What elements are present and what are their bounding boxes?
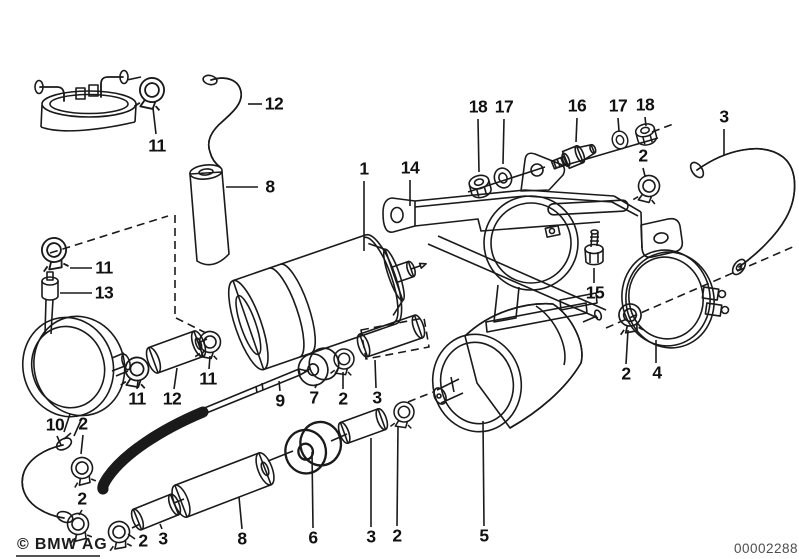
callout-3: 3 (158, 528, 168, 549)
callout-17: 17 (608, 95, 628, 116)
callout-18: 18 (635, 94, 655, 115)
callout-3: 3 (366, 526, 376, 547)
callout-11: 11 (148, 135, 166, 156)
callout-2: 2 (338, 388, 348, 409)
callout-2: 2 (638, 145, 648, 166)
callout-3: 3 (719, 106, 729, 127)
leader-line-2 (642, 167, 646, 177)
fuel-tank (34, 69, 142, 132)
leader-line-18 (644, 116, 647, 127)
callout-17: 17 (494, 96, 514, 117)
callout-11: 11 (95, 257, 113, 278)
leader-line-11 (136, 380, 139, 390)
hose-3-boxed (356, 314, 426, 358)
bolt-16 (550, 143, 597, 170)
document-number: 00002288 (734, 541, 799, 556)
callout-10: 10 (45, 414, 65, 435)
sleeve-8 (189, 164, 230, 266)
callout-15: 15 (585, 282, 605, 303)
leader-line-2 (127, 533, 136, 540)
callout-7: 7 (309, 387, 319, 408)
leader-line-11 (152, 107, 157, 135)
hose-clamp-2-nozzle (389, 399, 417, 431)
callout-3: 3 (372, 387, 382, 408)
fuel-pump-1 (227, 233, 427, 371)
leader-line-2 (80, 434, 84, 455)
leader-line-2 (625, 329, 629, 365)
leader-line-7 (314, 383, 318, 389)
callout-6: 6 (308, 527, 318, 548)
leader-line-5 (482, 420, 485, 527)
leader-line-16 (575, 117, 578, 143)
callout-11: 11 (199, 368, 217, 389)
fitting-13 (41, 271, 59, 335)
leader-line-2 (396, 425, 399, 527)
leader-line-10 (56, 435, 62, 446)
callout-2: 2 (77, 488, 87, 509)
callout-2: 2 (392, 525, 402, 546)
damper-disc (21, 315, 131, 437)
callout-12: 12 (264, 93, 284, 114)
callout-4: 4 (652, 362, 662, 383)
leader-line-11 (208, 355, 211, 370)
leader-line-9 (278, 380, 281, 392)
hose-clamp-2-bottom (104, 519, 134, 552)
callout-12: 12 (162, 388, 182, 409)
leader-line-12 (173, 367, 178, 390)
callout-leader-lines (56, 103, 725, 540)
copyright-text: © BMW AG (17, 536, 108, 553)
leader-line-17 (617, 117, 620, 132)
hose-12-short (145, 330, 207, 374)
assembly-dashed-lines (49, 122, 796, 403)
hose-10 (21, 437, 74, 524)
hose-3-right (689, 148, 796, 276)
axis-tick-lines (63, 338, 348, 529)
hose-clamp-11-left (37, 235, 71, 273)
callout-2: 2 (78, 413, 88, 434)
leader-line-17 (502, 118, 505, 165)
hose-12 (202, 74, 243, 168)
callout-2: 2 (138, 530, 148, 551)
callout-2: 2 (621, 363, 631, 384)
pump-holder (427, 195, 607, 333)
screw-15 (584, 229, 604, 266)
mounting-bracket-14 (382, 152, 684, 259)
hose-clamp-11-top (133, 74, 168, 113)
callout-13: 13 (94, 282, 114, 303)
grommet-6 (280, 418, 346, 478)
fuel-pipe-9 (97, 368, 308, 495)
leader-line-18 (477, 118, 480, 173)
axis-line-right-fasteners (555, 137, 659, 169)
fuel-pump-5 (431, 302, 603, 433)
callout-11: 11 (128, 388, 146, 409)
hose-3-bottom-right (337, 407, 389, 445)
callout-14: 14 (400, 157, 420, 178)
callout-8: 8 (237, 528, 247, 549)
leader-line-6 (311, 451, 314, 529)
callout-18: 18 (468, 96, 488, 117)
leader-line-3 (374, 359, 377, 389)
leader-line-8 (238, 496, 243, 530)
hose-clamp-2-left-a (66, 454, 98, 489)
leader-line-2 (78, 509, 83, 516)
leader-line-3 (159, 523, 163, 530)
callout-5: 5 (479, 525, 489, 546)
sleeve-8-bottom (171, 452, 275, 518)
callout-9: 9 (275, 390, 285, 411)
callout-16: 16 (567, 95, 587, 116)
hose-clamp-11-mid-a (119, 354, 152, 391)
callout-8: 8 (265, 176, 275, 197)
hose-clamp-2-top-right (632, 172, 663, 206)
callout-1: 1 (359, 158, 369, 179)
